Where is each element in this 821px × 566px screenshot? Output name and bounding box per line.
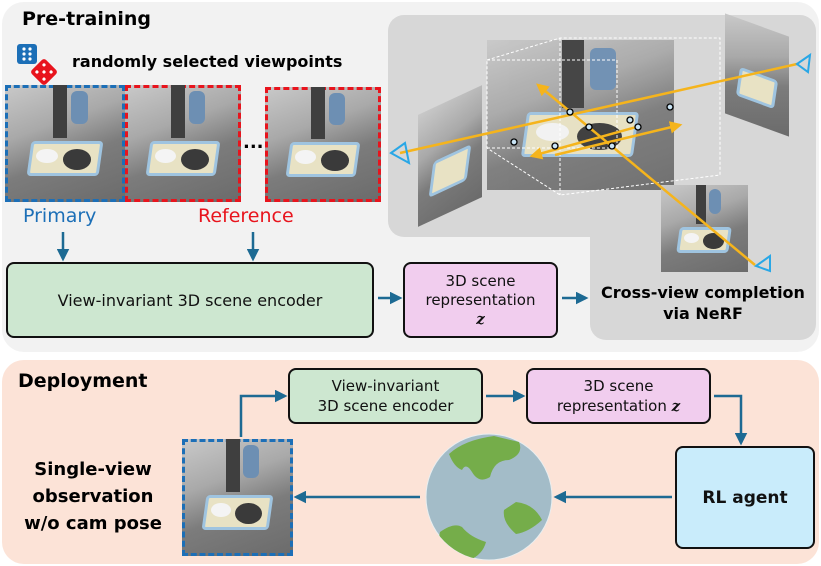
dice-icon-blue bbox=[17, 44, 37, 64]
deploy-encoder-box: View-invariant 3D scene encoder bbox=[288, 368, 483, 424]
nerf-caption-line2: via NeRF bbox=[663, 304, 743, 323]
pretrain-encoder-label: View-invariant 3D scene encoder bbox=[57, 290, 323, 310]
deploy-representation-text: representation bbox=[556, 397, 667, 415]
deploy-representation-line2: representation z bbox=[557, 396, 680, 416]
pretrain-representation-box: 3D scene representation z bbox=[403, 262, 558, 338]
primary-view-image bbox=[5, 85, 125, 202]
nerf-caption: Cross-view completion via NeRF bbox=[590, 282, 816, 324]
ray-left-right bbox=[399, 62, 798, 155]
nerf-caption-line1: Cross-view completion bbox=[601, 283, 805, 302]
pretraining-title: Pre-training bbox=[22, 8, 152, 30]
rl-agent-box: RL agent bbox=[675, 446, 815, 549]
observation-line1: Single-view bbox=[34, 459, 152, 480]
deployment-title: Deployment bbox=[18, 370, 148, 392]
deploy-encoder-line1: View-invariant bbox=[331, 377, 440, 395]
deploy-representation-line1: 3D scene bbox=[583, 377, 654, 395]
ray-backward bbox=[529, 124, 641, 160]
pretrain-representation-line1: 3D scene bbox=[445, 271, 516, 290]
side-view-bottom bbox=[661, 185, 748, 272]
deploy-observation-image bbox=[182, 439, 293, 556]
scene-cube-wireframe bbox=[486, 37, 721, 196]
observation-line3: w/o cam pose bbox=[24, 513, 162, 534]
deploy-representation-symbol: z bbox=[671, 397, 681, 415]
camera-frustum-icon-right bbox=[795, 52, 812, 74]
ray-forward bbox=[554, 121, 683, 157]
camera-frustum-icon-left bbox=[389, 141, 411, 165]
pretrain-representation-symbol: z bbox=[476, 309, 485, 328]
reference-view-image-1 bbox=[125, 85, 241, 202]
arrow-observation-to-encoder bbox=[239, 389, 288, 437]
ellipsis: ... bbox=[243, 132, 264, 153]
observation-caption: Single-view observation w/o cam pose bbox=[8, 456, 178, 537]
globe-icon bbox=[425, 433, 553, 561]
deploy-representation-box: 3D scene representation z bbox=[526, 368, 711, 424]
viewpoints-caption: randomly selected viewpoints bbox=[72, 52, 343, 71]
nerf-scene-volume bbox=[487, 40, 674, 190]
deploy-encoder-line2: 3D scene encoder bbox=[317, 397, 454, 415]
ray-sample-points bbox=[510, 103, 674, 150]
camera-frustum-icon-bottom bbox=[753, 254, 771, 273]
observation-line2: observation bbox=[32, 486, 154, 507]
primary-label: Primary bbox=[23, 205, 97, 227]
reference-view-image-n bbox=[265, 87, 381, 202]
dice-icon-red bbox=[29, 57, 59, 87]
reference-label: Reference bbox=[198, 205, 294, 227]
pretrain-representation-line2: representation bbox=[425, 290, 536, 309]
arrow-representation-to-agent bbox=[714, 394, 748, 446]
rl-agent-label: RL agent bbox=[702, 487, 788, 508]
ray-bottom-up bbox=[536, 83, 756, 266]
pretrain-encoder-box: View-invariant 3D scene encoder bbox=[6, 262, 374, 338]
